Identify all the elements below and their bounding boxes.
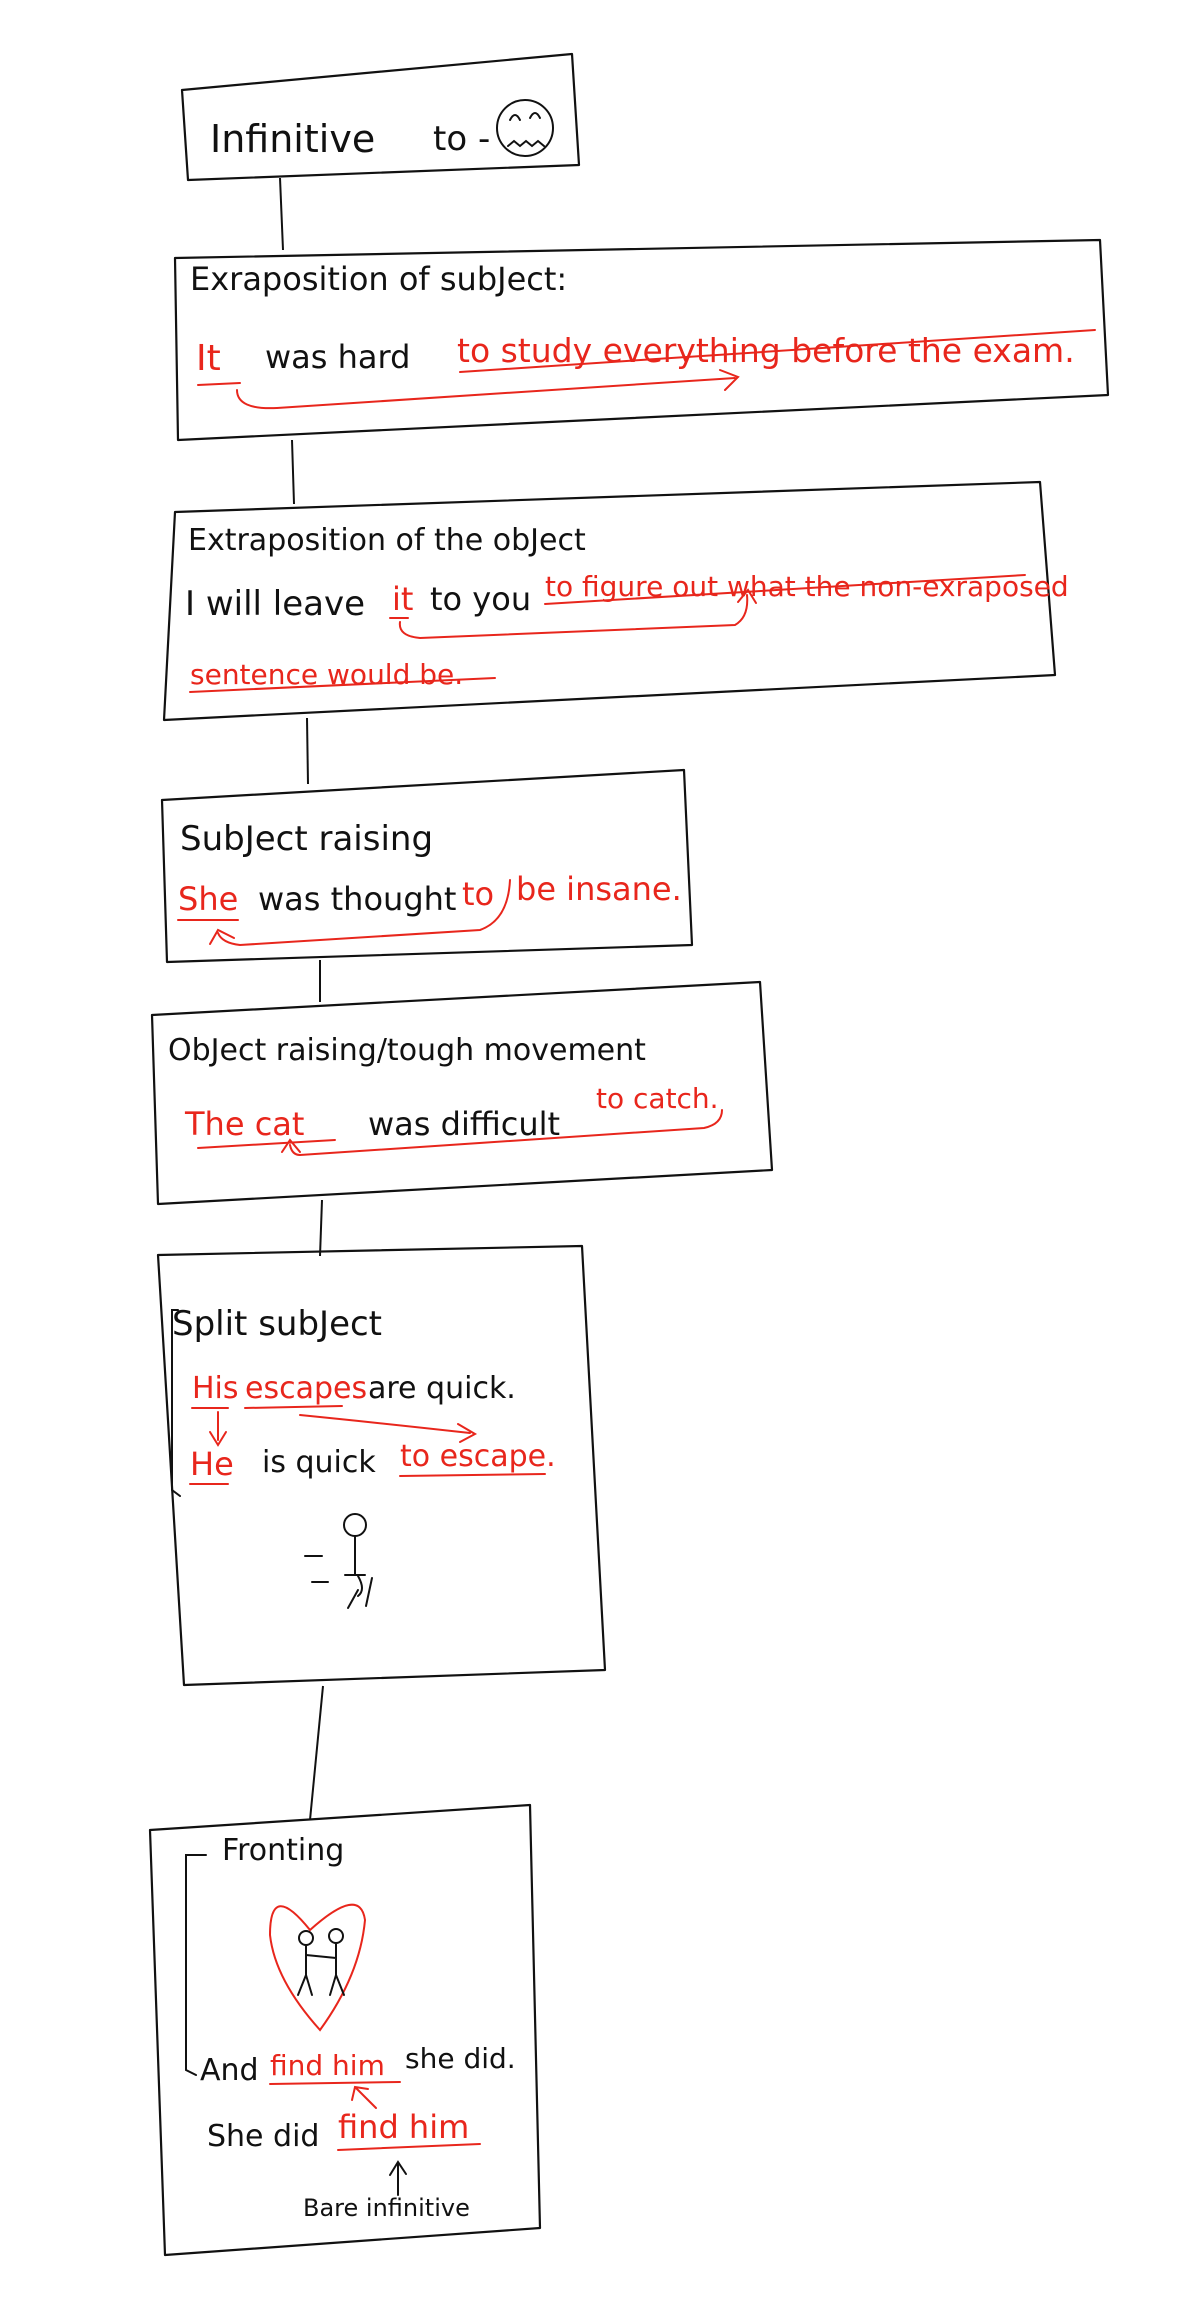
extraposition-object-box: Extraposition of the obJect I will leave… [162,480,1069,722]
sentence-lead: I will leave [185,584,365,624]
raised-object: The cat [184,1105,304,1143]
base-find-him: find him [338,2108,469,2146]
infinitive-to: to [462,875,494,913]
infinitive-phrase: to escape. [400,1439,556,1474]
infinitive-rest: be insane. [516,870,682,908]
section-heading: Fronting [222,1833,344,1868]
subject-it: It [196,338,221,379]
section-heading: Extraposition of the obJect [188,523,586,558]
title-text: Infinitive [210,117,375,161]
fronted-find-him: find him [270,2049,385,2082]
possessive-his: His [192,1371,239,1406]
fronted-and: And [200,2053,259,2088]
section-heading: SubJect raising [180,819,433,859]
sad-face-icon [496,99,554,157]
infinitive-phrase: to catch. [596,1082,719,1115]
movement-arrow [217,879,511,947]
connector-lines [279,177,324,1821]
bracket-arrow [171,1309,181,1497]
sentence-middle: was hard [265,338,410,376]
object-it: it [392,580,413,618]
title-box: Infinitive to - [180,52,581,182]
raised-subject: She [178,880,238,918]
bracket-arrow [185,1854,207,2076]
heart-couple-icon [268,1903,367,2032]
section-heading: Exraposition of subJect: [190,260,567,298]
subject-raising-box: SubJect raising She was thought to be in… [160,768,694,964]
fronting-box: Fronting And find him she did. She did f… [148,1803,542,2257]
sentence-middle: is quick [262,1445,376,1480]
split-subject-box: Split subJect His escapes are quick. He … [156,1244,607,1687]
sentence-middle: was thought [258,880,456,918]
object-raising-box: ObJect raising/tough movement The cat wa… [150,980,774,1206]
movement-arrow [289,1109,723,1157]
movement-arrow [236,377,736,410]
bare-infinitive-note: Bare infinitive [303,2194,470,2222]
extraposition-subject-box: Exraposition of subJect: It was hard to … [173,238,1110,442]
running-stick-figure-icon [304,1513,373,1609]
section-heading: ObJect raising/tough movement [168,1033,646,1068]
movement-arrow [398,594,749,640]
subject-he: He [190,1445,234,1483]
sentence-middle: was difficult [368,1105,560,1143]
line1-rest: are quick. [368,1371,516,1406]
infinitive-phrase-line1: to figure out what the non-exraposed [545,570,1069,603]
title-to: to - [433,119,490,159]
line1-rest: she did. [405,2042,516,2075]
noun-escapes: escapes [245,1371,367,1406]
sentence-middle: to you [430,580,531,618]
sentence-she-did: She did [207,2119,319,2154]
section-heading: Split subJect [172,1304,382,1344]
